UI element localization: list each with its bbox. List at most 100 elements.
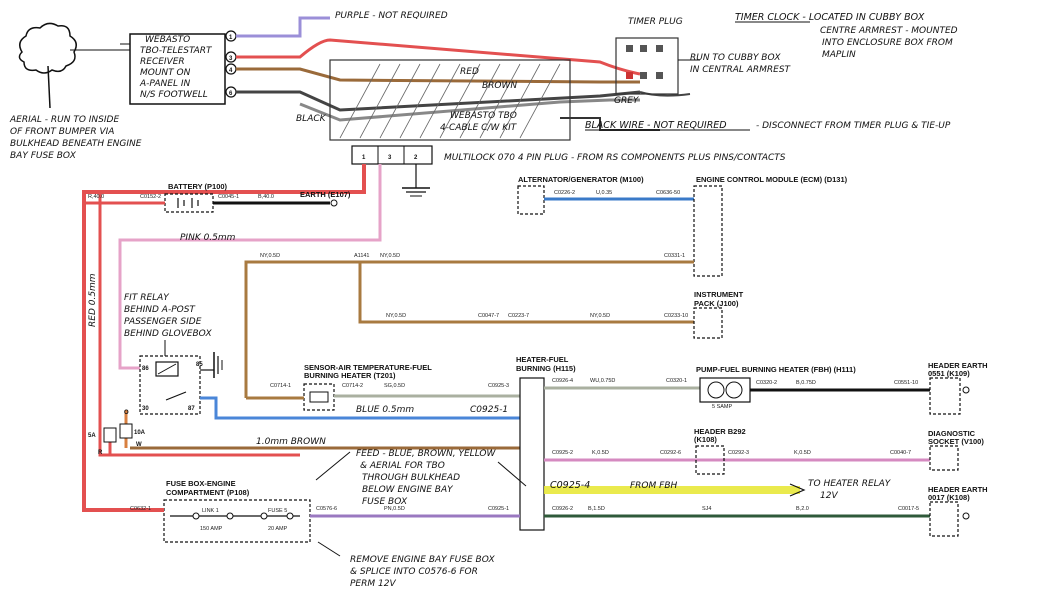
- h-wu-label: WU,0.75D: [590, 378, 615, 384]
- ecm-label: ENGINE CONTROL MODULE (ECM) (D131): [696, 175, 848, 184]
- plug-pin-3: 3: [388, 155, 392, 161]
- s-c0714b-label: C0714-2: [342, 383, 363, 389]
- f-pn-label: PN,0.5D: [384, 506, 405, 512]
- c0925-4-label: C0925-4: [550, 480, 590, 491]
- webasto-line3: RECEIVER: [140, 57, 185, 67]
- webasto-line6: N/S FOOTWELL: [140, 90, 208, 100]
- battery-label: BATTERY (P100): [168, 182, 228, 191]
- run-cubby-line1: RUN TO CUBBY BOX: [690, 53, 781, 63]
- p-c0320a-label: C0320-1: [666, 378, 687, 384]
- pin-3-label: 3: [229, 56, 233, 62]
- timer-clock-line4: MAPLIN: [822, 50, 856, 60]
- k-c0925-label: C0925-2: [552, 450, 573, 456]
- relay-o-label: O: [124, 410, 129, 416]
- b-c0017-label: C0017-5: [898, 506, 919, 512]
- ny-c0047-label: C0047-7: [478, 313, 499, 319]
- webasto-line1: WEBASTO: [145, 35, 190, 45]
- p-b-label: B,0.75D: [796, 380, 816, 386]
- diagnostic-socket-box: [929, 445, 959, 471]
- relay-box: [139, 355, 201, 415]
- s-sg-label: SG,0.5D: [384, 383, 405, 389]
- blue-wire-label: BLUE 0.5mm: [356, 405, 414, 415]
- timer-plug-label: TIMER PLUG: [628, 17, 683, 27]
- fuse-5a: 5A: [88, 433, 96, 439]
- header-earth-1-label-1: HEADER EARTH: [928, 361, 988, 370]
- b-1-label: B,1.5D: [588, 506, 605, 512]
- webasto-receiver-box: [129, 33, 226, 105]
- cable-grey-label: GREY: [614, 96, 640, 106]
- aerial-note-line2: OF FRONT BUMPER VIA: [10, 127, 114, 137]
- webasto-line4: MOUNT ON: [140, 68, 191, 78]
- s-c0925-label: C0925-3: [488, 383, 509, 389]
- feed-note-1: FEED - BLUE, BROWN, YELLOW: [356, 449, 497, 459]
- instrument-pack-box: [693, 307, 723, 339]
- fusebox-label-1: FUSE BOX-ENGINE: [166, 479, 236, 488]
- ny-c0331-label: C0331-1: [664, 253, 685, 259]
- h-c0926-label: C0926-4: [552, 378, 573, 384]
- relay-30: 30: [142, 406, 149, 412]
- heater-label-1: HEATER-FUEL: [516, 355, 569, 364]
- cable-shroud: [329, 59, 571, 141]
- purple-note: PURPLE - NOT REQUIRED: [335, 11, 448, 21]
- fuse5-label: FUSE 5: [268, 508, 287, 514]
- red-wire-label: RED 0.5mm: [88, 273, 98, 327]
- fuse-10a: 10A: [134, 430, 146, 436]
- header-b292-label-1: HEADER B292: [694, 427, 746, 436]
- remove-note-2: & SPLICE INTO C0576-6 FOR: [350, 567, 478, 577]
- sensor-label-2: BURNING HEATER (T201): [304, 371, 396, 380]
- link1-amp: 150 AMP: [200, 526, 223, 532]
- aerial-note-line1: AERIAL - RUN TO INSIDE: [9, 115, 119, 125]
- f-c0632-label: C0632-1: [130, 506, 151, 512]
- cable-brown-label: BROWN: [482, 81, 517, 91]
- fuse5-amp: 20 AMP: [268, 526, 288, 532]
- ny-4-label: NY,0.5D: [590, 313, 610, 319]
- to-heater-relay-1: TO HEATER RELAY: [808, 479, 892, 489]
- ny-c0223-label: C0223-7: [508, 313, 529, 319]
- p-c0551-label: C0551-10: [894, 380, 918, 386]
- k-1-label: K,0.5D: [592, 450, 609, 456]
- ny-2-label: NY,0.5D: [380, 253, 400, 259]
- heater-box: [519, 377, 545, 531]
- ecm-box: [693, 185, 723, 277]
- webasto-line2: TBO-TELESTART: [140, 46, 213, 56]
- relay-85: 85: [196, 362, 203, 368]
- remove-note-1: REMOVE ENGINE BAY FUSE BOX: [350, 555, 496, 565]
- alt-c0636-label: C0636-50: [656, 190, 680, 196]
- aerial-icon: [18, 22, 130, 109]
- multilock-plug: [351, 145, 433, 165]
- feed-note-4: BELOW ENGINE BAY: [362, 485, 454, 495]
- link1-label: LINK 1: [202, 508, 219, 514]
- brown-wire-label: 1.0mm BROWN: [256, 437, 326, 447]
- blue-wire: [200, 396, 520, 420]
- diagnostic-label-2: SOCKET (V100): [928, 437, 984, 446]
- timer-plug: [615, 37, 679, 95]
- alternator-label: ALTERNATOR/GENERATOR (M100): [518, 175, 644, 184]
- bat-c0045-label: C0045-1: [218, 194, 239, 200]
- pump-label: PUMP-FUEL BURNING HEATER (FBH) (H111): [696, 365, 856, 374]
- s-c0714a-label: C0714-1: [270, 383, 291, 389]
- plug-pin-2: 2: [414, 155, 418, 161]
- bat-c0152-label: C0152-2: [140, 194, 161, 200]
- k-2-label: K,0.5D: [794, 450, 811, 456]
- timer-clock-line1: TIMER CLOCK - LOCATED IN CUBBY BOX: [735, 12, 925, 23]
- ny-c0233-label: C0233-10: [664, 313, 688, 319]
- fusebox-engine-box: [163, 499, 311, 543]
- remove-note-3: PERM 12V: [350, 579, 396, 589]
- black-wire-note: BLACK WIRE - NOT REQUIRED: [585, 120, 727, 131]
- alt-u-label: U,0.35: [596, 190, 612, 196]
- plug-pin-1: 1: [362, 155, 366, 161]
- relay-87: 87: [188, 406, 195, 412]
- earth-label: EARTH (E107): [300, 190, 351, 199]
- relay-r-label: R: [98, 450, 103, 456]
- ny-3-label: NY,0.5D: [386, 313, 406, 319]
- header-earth-1-label-2: 0551 (K109): [928, 369, 970, 378]
- feed-note-2: & AERIAL FOR TBO: [360, 461, 445, 471]
- fit-relay-line2: BEHIND A-POST: [124, 305, 196, 315]
- cable-kit-line1: WEBASTO TBO: [450, 111, 517, 121]
- pink-wire-label: PINK 0.5mm: [180, 233, 236, 243]
- fusebox-label-2: COMPARTMENT (P108): [166, 488, 250, 497]
- battery-symbol: [164, 193, 214, 213]
- aerial-note-line4: BAY FUSE BOX: [10, 151, 77, 161]
- alt-c0226-label: C0226-2: [554, 190, 575, 196]
- header-earth-2-label-1: HEADER EARTH: [928, 485, 988, 494]
